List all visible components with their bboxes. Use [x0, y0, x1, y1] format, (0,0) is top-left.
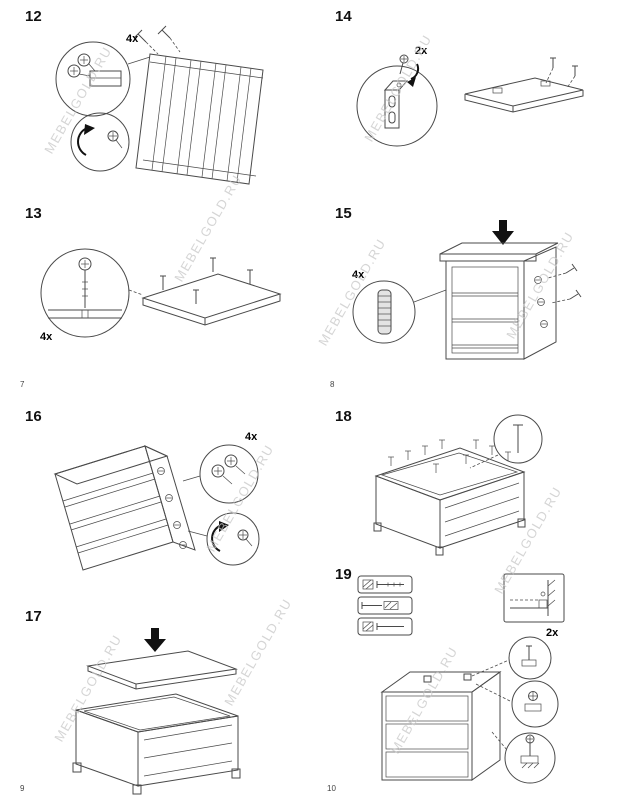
leader-line	[471, 659, 510, 677]
leader-line	[491, 731, 508, 751]
leader-line	[127, 56, 151, 65]
step-17-number: 17	[25, 608, 42, 625]
qty-label: 4x	[245, 431, 258, 443]
page-number-10: 10	[327, 784, 336, 793]
foot	[435, 546, 444, 556]
step-14-diagram: 2x	[345, 38, 590, 150]
leader-line	[182, 475, 201, 482]
step-16-number: 16	[25, 408, 42, 425]
step-17-diagram	[58, 624, 265, 796]
leader-line	[128, 289, 144, 296]
detail-circle-rotate-arrow	[206, 512, 260, 566]
page-number-7: 7	[20, 380, 25, 389]
step-16-diagram: 4x	[33, 426, 280, 588]
step-13-number: 13	[25, 205, 42, 222]
press-down-arrow-icon	[492, 220, 514, 245]
foot	[517, 518, 526, 528]
wall-fixing-info-box	[503, 573, 565, 623]
panel-drawing	[141, 257, 282, 326]
qty-label: 2x	[546, 627, 559, 639]
nail-icon	[388, 439, 511, 473]
step-14-number: 14	[335, 8, 352, 25]
press-down-arrow-icon	[144, 628, 166, 652]
hardware-box-anchor	[357, 575, 413, 594]
cabinet-drawing	[380, 671, 502, 781]
dowel-screw-icon	[210, 257, 216, 272]
qty-label: 2x	[415, 45, 428, 57]
bracket-icon	[463, 673, 472, 681]
detail-circle-screw	[40, 248, 130, 338]
frame-drawing	[135, 53, 264, 185]
cam-lock-icon	[534, 276, 548, 328]
tilted-cabinet-drawing	[53, 445, 196, 571]
qty-label: 4x	[40, 331, 53, 343]
page-number-9: 9	[20, 784, 25, 793]
hardware-box-plug	[357, 617, 413, 636]
foot	[231, 768, 241, 779]
dowel-screw-icon	[193, 289, 199, 304]
detail-circle-bracket	[356, 54, 438, 147]
foot	[72, 762, 82, 773]
screw-icon	[157, 25, 181, 53]
screw-icon	[566, 65, 578, 89]
bracket-icon	[423, 675, 432, 683]
screw-icon	[133, 29, 159, 55]
hardware-box-screw	[357, 596, 413, 615]
detail-circle-rotate-arrow	[70, 112, 130, 172]
step-19-number: 19	[335, 566, 352, 583]
leader-line	[187, 530, 208, 537]
step-15-number: 15	[335, 205, 352, 222]
step-18-diagram	[348, 412, 590, 564]
leader-line	[475, 683, 513, 703]
screw-icon	[545, 57, 556, 84]
detail-circle-cam-screw	[55, 41, 131, 117]
detail-circle-dowel	[352, 280, 416, 344]
panel-drawing	[464, 57, 584, 113]
detail-circle-bracket-top	[508, 636, 552, 680]
step-13-diagram: 4x	[28, 238, 290, 356]
dowel-screw-icon	[247, 269, 253, 284]
detail-circle-screws	[199, 444, 259, 504]
cabinet-back-panel-drawing	[373, 439, 526, 556]
step-15-diagram: 4x	[348, 218, 590, 373]
detail-circle-bracket-fix	[504, 732, 556, 784]
qty-label: 4x	[126, 33, 139, 45]
cam-lock-icon	[157, 467, 187, 549]
cabinet-drawing	[72, 693, 241, 795]
step-18-number: 18	[335, 408, 352, 425]
screw-icon	[550, 289, 582, 304]
dowel-screw-icon	[160, 275, 166, 290]
detail-circle-bracket-screw	[511, 680, 559, 728]
qty-label: 4x	[352, 269, 365, 281]
step-19-diagram: 2x	[352, 572, 594, 798]
foot	[373, 522, 382, 532]
detail-circle-nail	[493, 414, 543, 464]
step-12-diagram: 4x	[38, 24, 275, 196]
cabinet-drawing	[439, 242, 582, 360]
leader-line	[413, 289, 447, 303]
step-12-number: 12	[25, 8, 42, 25]
top-panel-drawing	[86, 650, 238, 690]
page-number-8: 8	[330, 380, 335, 389]
screw-icon	[547, 263, 578, 279]
foot	[132, 784, 142, 795]
